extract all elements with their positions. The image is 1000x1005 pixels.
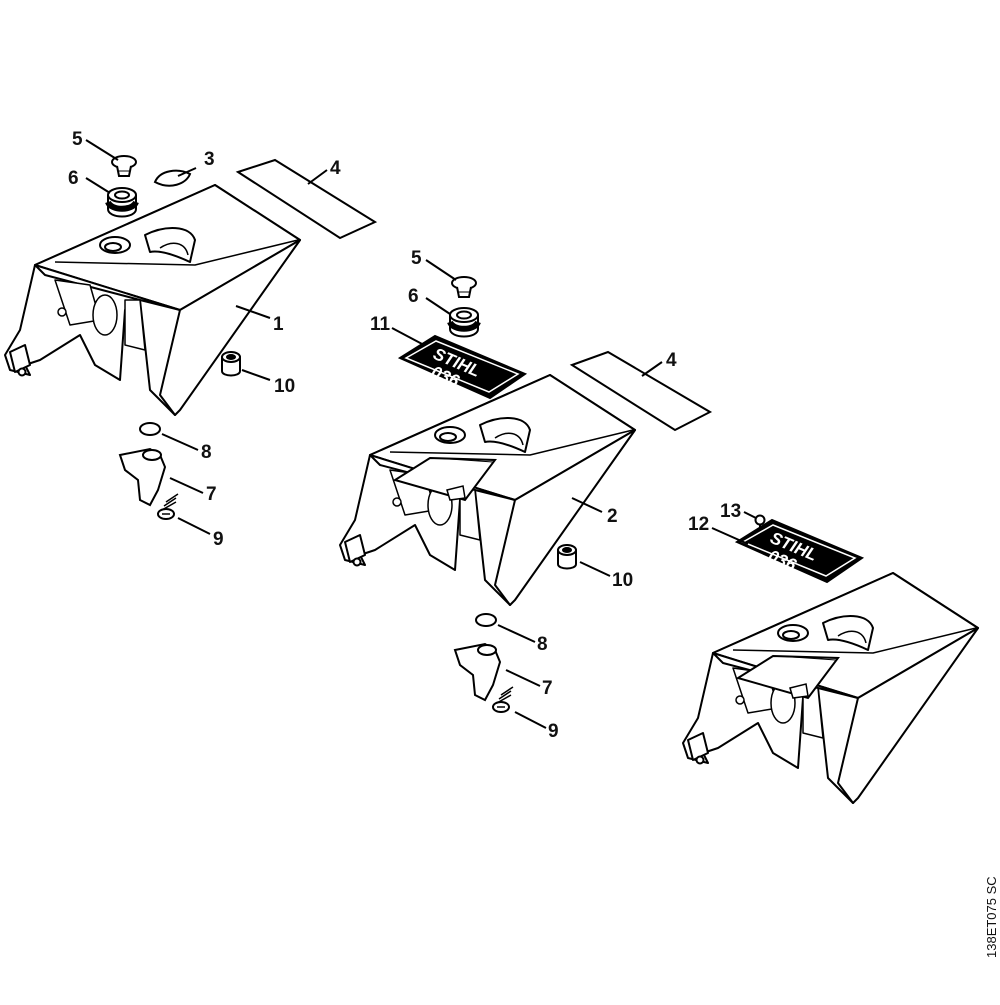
grommet-part-6-center xyxy=(450,308,478,337)
drawing-code: 138ET075 SC xyxy=(984,876,999,958)
decal-part-11: STIHL 036 xyxy=(399,335,526,399)
callout-12: 12 xyxy=(688,514,709,535)
shroud-part-2 xyxy=(339,374,636,606)
callout-10-left: 10 xyxy=(274,376,295,397)
bracket-part-7-center xyxy=(454,643,501,701)
callout-11: 11 xyxy=(370,314,391,335)
callout-8-center: 8 xyxy=(537,634,548,655)
callout-1: 1 xyxy=(273,314,284,335)
pad-part-4-left xyxy=(235,158,378,240)
callout-6-left: 6 xyxy=(68,168,79,189)
shroud-right xyxy=(682,572,979,804)
grommet-part-6-left xyxy=(108,188,136,217)
sleeve-part-10-center xyxy=(557,544,577,570)
callout-4-left: 4 xyxy=(330,158,341,179)
rivet-part-13 xyxy=(754,514,766,530)
callout-7-center: 7 xyxy=(542,678,553,699)
callout-5-center: 5 xyxy=(411,248,422,269)
callout-10-center: 10 xyxy=(612,570,633,591)
callout-9-center: 9 xyxy=(548,721,559,742)
screw-part-9-left xyxy=(157,493,179,520)
ring-part-8-left xyxy=(139,422,161,436)
leader-lines-center xyxy=(391,259,663,729)
screw-part-9-center xyxy=(492,686,514,713)
decal-part-12: STIHL 036 xyxy=(736,519,863,583)
callout-8-left: 8 xyxy=(201,442,212,463)
bracket-part-7-left xyxy=(119,448,166,506)
leader-lines-right xyxy=(711,511,757,545)
callout-7-left: 7 xyxy=(206,484,217,505)
callout-9-left: 9 xyxy=(213,529,224,550)
callout-6-center: 6 xyxy=(408,286,419,307)
callout-4-right: 4 xyxy=(666,350,677,371)
callout-3: 3 xyxy=(204,149,215,170)
sleeve-part-10-left xyxy=(221,351,241,377)
leader-lines-left xyxy=(85,139,328,535)
pad-part-4-right xyxy=(569,350,713,432)
callout-2: 2 xyxy=(607,506,618,527)
callout-13: 13 xyxy=(720,501,741,522)
shroud-part-1 xyxy=(4,184,301,416)
callout-5-left: 5 xyxy=(72,129,83,150)
ring-part-8-center xyxy=(475,613,497,627)
